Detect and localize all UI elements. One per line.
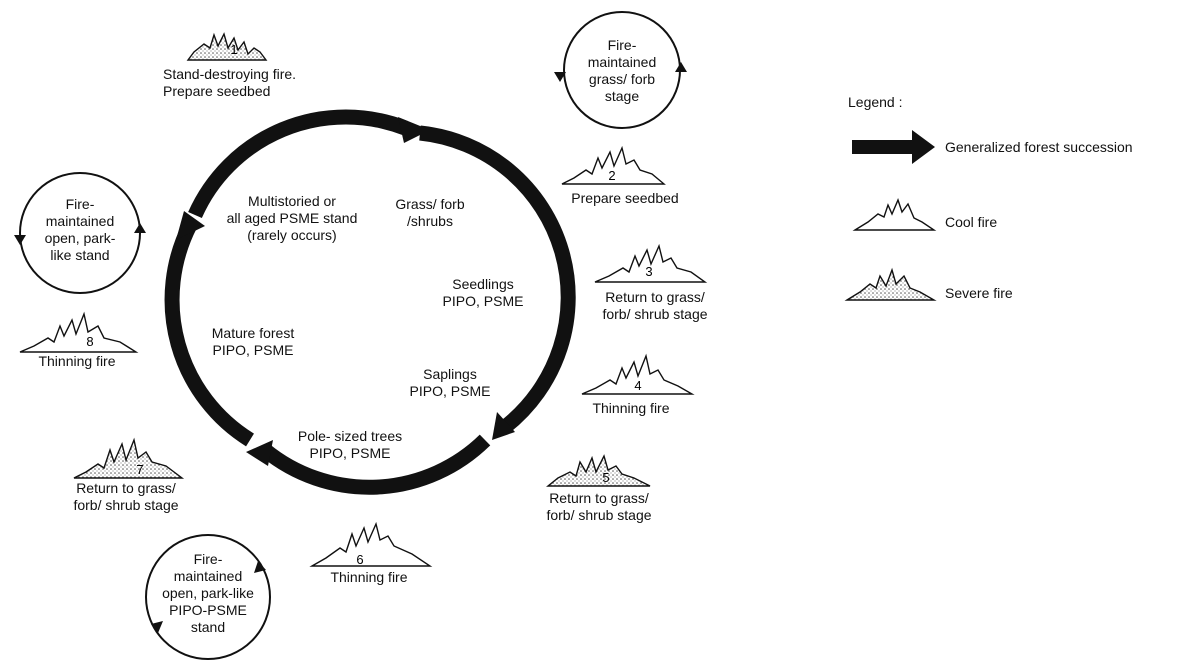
fire-label-2: Prepare seedbed — [555, 190, 695, 207]
fire-number-1: 1 — [230, 42, 237, 57]
fire-label-1-line-2: Prepare seedbed — [163, 83, 271, 99]
fire-label-3-line-1: Return to grass/ — [605, 289, 705, 305]
cycle-arc-mature-to-multistoried — [164, 221, 254, 447]
fire-label-7: Return to grass/forb/ shrub stage — [52, 480, 200, 514]
loop-label-grass-forb-line-4: stage — [604, 88, 640, 104]
fire-label-2-line-1: Prepare seedbed — [571, 190, 679, 206]
fire-label-6-line-1: Thinning fire — [330, 569, 408, 585]
arrowhead-to-mature — [246, 440, 273, 466]
fire-label-4: Thinning fire — [566, 400, 696, 417]
fire-loop-park-like-bottom — [145, 534, 271, 660]
fire-number-3: 3 — [645, 264, 652, 279]
fire-number-2: 2 — [608, 168, 615, 183]
loop-label-park-like-bottom-line-4: PIPO-PSME — [169, 602, 247, 618]
fire-loop-grass-forb — [554, 11, 687, 129]
legend-succession-label: Generalized forest succession — [945, 139, 1133, 155]
stage-seedlings-line-1: Seedlings — [452, 276, 514, 292]
fire-label-5: Return to grass/forb/ shrub stage — [525, 490, 673, 524]
fire-loop-park-like-left — [14, 172, 146, 294]
fire-symbol-3: 3 — [594, 243, 708, 283]
fire-number-8: 8 — [86, 334, 93, 349]
fire-symbol-5: 5 — [546, 454, 651, 487]
fire-number-5: 5 — [602, 470, 609, 485]
loop-label-park-like-left-line-2: maintained — [45, 213, 115, 229]
loop-label-park-like-bottom-line-5: stand — [190, 619, 226, 635]
fire-label-8-line-1: Thinning fire — [38, 353, 116, 369]
fire-label-7-line-1: Return to grass/ — [76, 480, 176, 496]
fire-label-1-line-1: Stand-destroying fire. — [163, 66, 297, 82]
stage-grass-forb-shrubs: Grass/ forb/shrubs — [380, 196, 480, 230]
legend-cool-fire-icon — [852, 198, 937, 231]
fire-label-3: Return to grass/forb/ shrub stage — [585, 289, 725, 323]
fire-label-1: Stand-destroying fire.Prepare seedbed — [163, 66, 296, 100]
stage-multistoried-line-3: (rarely occurs) — [247, 227, 337, 243]
legend-severe-fire-label: Severe fire — [945, 285, 1013, 301]
legend-severe-fire-icon — [844, 267, 937, 301]
fire-number-7: 7 — [136, 462, 143, 477]
stage-saplings-line-1: Saplings — [423, 366, 477, 382]
cycle-arc-pole-to-mature — [260, 434, 491, 495]
fire-label-6: Thinning fire — [304, 569, 434, 586]
stage-pole-sized-line-2: PIPO, PSME — [309, 445, 391, 461]
loop-label-park-like-left-line-3: open, park- — [44, 230, 116, 246]
legend-title: Legend : — [848, 94, 903, 110]
arrowhead-to-multistoried — [176, 211, 205, 240]
stage-multistoried-line-2: all aged PSME stand — [226, 210, 358, 226]
stage-pole-sized-line-1: Pole- sized trees — [297, 428, 403, 444]
loop-label-grass-forb-line-2: maintained — [587, 54, 657, 70]
arrowhead-to-pole — [492, 412, 515, 440]
fire-label-5-line-1: Return to grass/ — [549, 490, 649, 506]
loop-label-park-like-bottom-line-1: Fire- — [193, 551, 223, 567]
stage-mature-forest-line-2: PIPO, PSME — [212, 342, 294, 358]
loop-label-park-like-left-line-4: like stand — [50, 247, 110, 263]
stage-grass-forb-shrubs-line-2: /shrubs — [407, 213, 453, 229]
fire-label-3-line-2: forb/ shrub stage — [602, 306, 708, 322]
stage-mature-forest-line-1: Mature forest — [211, 325, 295, 341]
fire-symbol-6: 6 — [309, 521, 433, 567]
loop-label-park-like-left-line-1: Fire- — [65, 196, 95, 212]
fire-number-6: 6 — [356, 552, 363, 567]
fire-symbol-2: 2 — [561, 145, 666, 185]
stage-grass-forb-shrubs-line-1: Grass/ forb — [395, 196, 465, 212]
cycle-arc-multistoried-to-grass — [188, 109, 408, 219]
loop-label-grass-forb-line-1: Fire- — [607, 37, 637, 53]
stage-saplings-line-2: PIPO, PSME — [409, 383, 491, 399]
fire-label-8: Thinning fire — [12, 353, 142, 370]
fire-symbol-8: 8 — [19, 311, 139, 353]
fire-label-7-line-2: forb/ shrub stage — [73, 497, 179, 513]
legend-cool-fire-label: Cool fire — [945, 214, 998, 230]
fire-symbol-4: 4 — [581, 353, 695, 395]
fire-label-4-line-1: Thinning fire — [592, 400, 670, 416]
fire-label-5-line-2: forb/ shrub stage — [546, 507, 652, 523]
fire-symbol-1: 1 — [186, 32, 268, 61]
loop-label-park-like-bottom-line-3: open, park-like — [162, 585, 254, 601]
loop-label-park-like-bottom-line-2: maintained — [173, 568, 243, 584]
stage-multistoried-line-1: Multistoried or — [248, 193, 336, 209]
loop-label-grass-forb-line-3: grass/ forb — [588, 71, 656, 87]
fire-number-4: 4 — [634, 378, 641, 393]
succession-arrowheads — [176, 117, 515, 466]
legend-symbols — [844, 130, 937, 301]
fire-symbol-7: 7 — [73, 437, 185, 479]
stage-seedlings-line-2: PIPO, PSME — [442, 293, 524, 309]
arrowhead-to-grass — [398, 117, 430, 143]
succession-cycle — [164, 109, 576, 495]
legend-succession-arrow-icon — [852, 130, 935, 164]
cycle-arc-grass-to-pole — [419, 125, 576, 433]
